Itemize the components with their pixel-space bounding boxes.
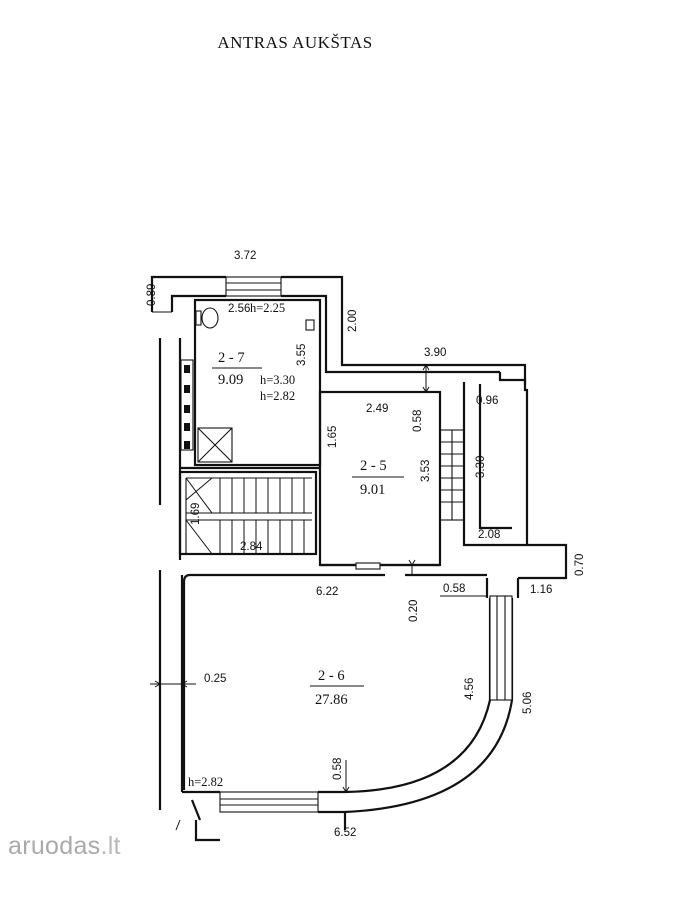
room-2-7-height-wc: h=2.25	[250, 301, 285, 315]
dim-058-bottom: 0.58	[332, 758, 344, 780]
dim-070: 0.70	[574, 554, 586, 576]
room-2-7-labels: 2 - 7 9.09 h=3.30 h=2.82 h=2.25	[212, 301, 295, 403]
room-2-7-height-secondary: h=2.82	[260, 389, 295, 403]
dim-355: 3.55	[296, 344, 308, 366]
room-2-6-id: 2 - 6	[318, 668, 345, 684]
dim-096: 0.96	[476, 395, 498, 407]
dim-020: 0.20	[408, 600, 420, 622]
room-2-6-walls	[182, 573, 514, 821]
dimension-lines	[150, 364, 486, 831]
dim-089: 0.89	[146, 284, 158, 306]
stair-2	[439, 429, 465, 521]
room-2-7-area: 9.09	[218, 372, 243, 388]
watermark-text: aruodas	[8, 832, 101, 860]
dim-353: 3.53	[420, 460, 432, 482]
dim-390: 3.90	[424, 347, 446, 359]
dim-330: 3.30	[475, 456, 487, 478]
dim-284: 2.84	[240, 541, 263, 553]
plan-title: ANTRAS AUKŠTAS	[217, 33, 373, 52]
dim-058-right: 0.58	[443, 583, 465, 595]
room-2-6-labels: 2 - 6 27.86 h=2.82	[188, 668, 364, 789]
dim-169: 1.69	[190, 503, 202, 525]
dim-652: 6.52	[334, 827, 356, 839]
dim-372: 3.72	[234, 250, 256, 262]
dim-116: 1.16	[530, 584, 552, 596]
dimension-labels: 3.72 0.89 2.56 2.00 3.55 3.90 2.49 0.58 …	[146, 250, 586, 839]
window-right	[489, 595, 513, 701]
stair-1	[178, 470, 318, 556]
room-2-7-height-main: h=3.30	[260, 373, 295, 387]
dim-208: 2.08	[478, 529, 500, 541]
dim-456: 4.56	[464, 678, 476, 700]
dim-622: 6.22	[316, 586, 338, 598]
room-2-6-height: h=2.82	[188, 775, 223, 789]
room-2-5-area: 9.01	[360, 482, 385, 498]
dim-025: 0.25	[204, 673, 226, 685]
dim-506: 5.06	[522, 692, 534, 714]
dim-256: 2.56	[228, 303, 250, 315]
room-2-7-id: 2 - 7	[218, 350, 245, 366]
dim-200: 2.00	[347, 310, 359, 332]
window-bottom	[219, 791, 319, 813]
dim-249: 2.49	[366, 403, 388, 415]
dim-165: 1.65	[327, 426, 339, 448]
room-2-7	[180, 298, 322, 470]
room-2-5-labels: 2 - 5 9.01	[352, 458, 404, 498]
dim-058-top: 0.58	[412, 410, 424, 432]
room-2-5-id: 2 - 5	[360, 458, 387, 474]
watermark-accent: .lt	[100, 832, 121, 860]
room-2-6-area: 27.86	[315, 692, 348, 708]
watermark-logo: aruodas.lt	[8, 832, 121, 861]
window-top	[225, 276, 282, 297]
outer-walls	[150, 275, 568, 842]
